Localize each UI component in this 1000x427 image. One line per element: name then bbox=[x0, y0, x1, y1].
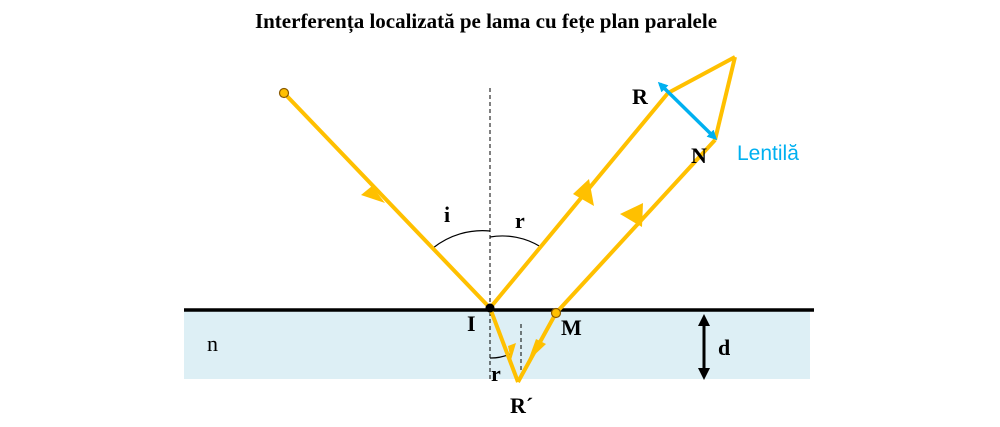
angle-i-label: i bbox=[444, 202, 450, 227]
arrowhead-reflected bbox=[573, 179, 594, 206]
converging-ray-N bbox=[713, 56, 737, 141]
arrowhead-refracted bbox=[508, 343, 516, 360]
point-I-label: I bbox=[467, 311, 476, 336]
point-M-dot bbox=[550, 307, 562, 319]
arrowhead-incident bbox=[361, 186, 385, 203]
refractive-index-label: n bbox=[207, 331, 218, 356]
incident-ray bbox=[282, 91, 492, 310]
thickness-label: d bbox=[718, 335, 730, 360]
point-M-label: M bbox=[561, 315, 582, 340]
arrowhead-internal bbox=[528, 339, 546, 361]
source-point bbox=[278, 87, 290, 99]
point-R-label: R bbox=[632, 84, 649, 109]
diagram-title: Interferența localizată pe lama cu fețe … bbox=[255, 9, 717, 34]
reflected-ray-R bbox=[488, 91, 670, 310]
refracted-ray-IR-prime bbox=[488, 307, 520, 383]
lens-label: Lentilă bbox=[737, 142, 799, 165]
angle-r-prime-label: r bbox=[491, 361, 501, 386]
emergent-ray-MN bbox=[554, 138, 717, 315]
lens-icon bbox=[657, 81, 718, 141]
angle-arc-i bbox=[432, 230, 491, 249]
angle-arc-r bbox=[489, 235, 542, 248]
point-N-label: N bbox=[691, 143, 707, 168]
ray-arrowheads bbox=[361, 179, 643, 361]
arrowhead-emergent bbox=[620, 203, 643, 227]
light-rays bbox=[282, 55, 737, 383]
point-R-prime-label: R´ bbox=[510, 393, 533, 418]
point-I-dot bbox=[485, 303, 495, 313]
angle-r-label: r bbox=[515, 208, 525, 233]
converging-ray-R bbox=[667, 55, 736, 95]
